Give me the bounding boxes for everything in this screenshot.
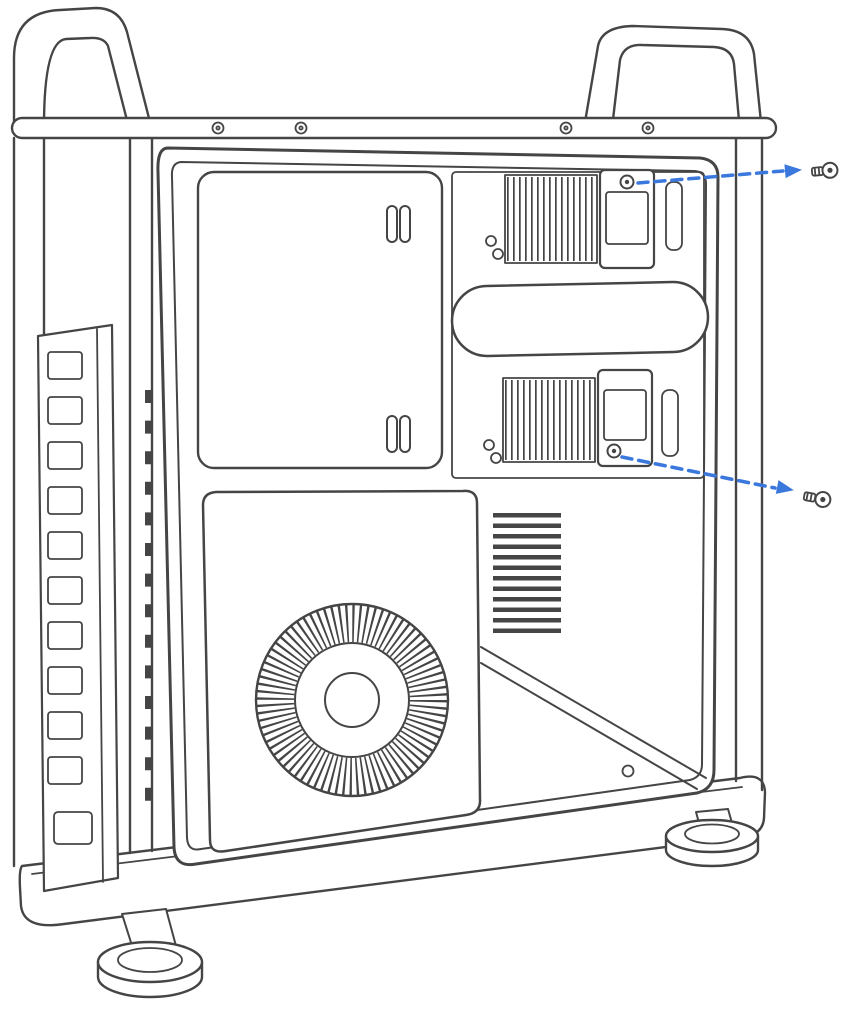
upper-screw-callout [636, 161, 839, 185]
screw-hole [559, 121, 573, 135]
foot-disc-inner-ring [117, 947, 183, 973]
heatsink-outline [504, 174, 598, 264]
pcie-slot [47, 621, 83, 650]
upper-callout-arrowhead [784, 164, 802, 179]
side-door-panel [196, 170, 444, 470]
bracket-screw [490, 452, 502, 464]
pcie-slot-panel [36, 323, 120, 893]
pcie-slot [47, 351, 83, 380]
fan-outer-ring [254, 602, 450, 798]
angled-panel-edge [480, 646, 707, 779]
screw-hole [294, 121, 308, 135]
bracket-screw [492, 248, 504, 260]
lower-ssd-module [596, 368, 679, 468]
pcie-slot [47, 711, 83, 740]
pcie-slot [47, 666, 83, 695]
bottom-angled-panel [480, 646, 707, 790]
pcie-slot [47, 576, 83, 605]
screw-hole-dot [645, 125, 651, 131]
screw-hole [211, 121, 225, 135]
left-handle-tube [12, 6, 154, 134]
upper-module-screw [619, 174, 635, 190]
door-latch-pill [386, 415, 398, 453]
door-latch-pill [399, 415, 411, 453]
fan-blades [256, 604, 448, 796]
panel-screw-hole [621, 764, 635, 778]
screw-head-dot [624, 179, 630, 185]
screw-head-dot [827, 167, 833, 173]
pcie-slot [47, 486, 83, 515]
right-handle-tube [582, 24, 764, 134]
front-right-foot [664, 808, 760, 868]
lower-module-screw [606, 443, 622, 459]
pcie-slot [47, 441, 83, 470]
chassis-vent-slot-lower [661, 389, 679, 457]
lower-screw-callout [620, 455, 832, 509]
line-art [10, 6, 778, 999]
upper-heatsink [485, 174, 598, 264]
pcie-slot [47, 531, 83, 560]
module-label-area [605, 191, 649, 245]
chassis-vent-slot-upper [665, 181, 683, 251]
top-rail-screw-holes [211, 121, 655, 135]
pcie-slot [47, 756, 83, 785]
pcie-panel-divider [96, 328, 104, 883]
top-rail [10, 116, 778, 140]
left-handle [12, 6, 154, 134]
screw-head-dot [820, 496, 826, 503]
lower-callout-arrowhead [775, 480, 794, 494]
pcie-panel-outline [36, 323, 120, 893]
door-latch-pill [386, 205, 398, 243]
bracket-screw [485, 235, 497, 247]
lower-heatsink [483, 377, 596, 464]
lower-screw-icon [802, 491, 832, 509]
dimm-cover-handle [450, 280, 710, 358]
bracket-screw [483, 439, 495, 451]
screw-head-dot [611, 448, 617, 454]
screw-hole-dot [215, 125, 221, 131]
module-outline [596, 368, 654, 468]
door-latch-pill [399, 205, 411, 243]
screw-hole-dot [298, 125, 304, 131]
upper-ssd-module [598, 168, 683, 270]
foot-disc-inner-ring [684, 823, 740, 845]
screw-threads [805, 492, 813, 502]
upper-screw-icon [810, 161, 839, 179]
door-panel [196, 170, 444, 470]
module-label-area [603, 389, 647, 441]
screw-threads [813, 167, 821, 176]
screw-hole [641, 121, 655, 135]
door-latches [386, 205, 411, 453]
heatsink-outline [502, 377, 596, 463]
top-rail-bar [10, 116, 778, 140]
fan-hub [324, 672, 380, 728]
right-handle [582, 24, 764, 134]
lower-callout-arrow [620, 455, 777, 490]
blower-fan [254, 602, 450, 798]
angled-panel-edge [480, 662, 698, 790]
pcie-panel-lower-plate [53, 811, 93, 845]
upper-callout-arrow [636, 169, 785, 185]
screw-hole-dot [563, 125, 569, 131]
front-left-foot [96, 908, 204, 999]
pcie-slot [47, 396, 83, 425]
pcie-slot-covers [47, 351, 83, 785]
